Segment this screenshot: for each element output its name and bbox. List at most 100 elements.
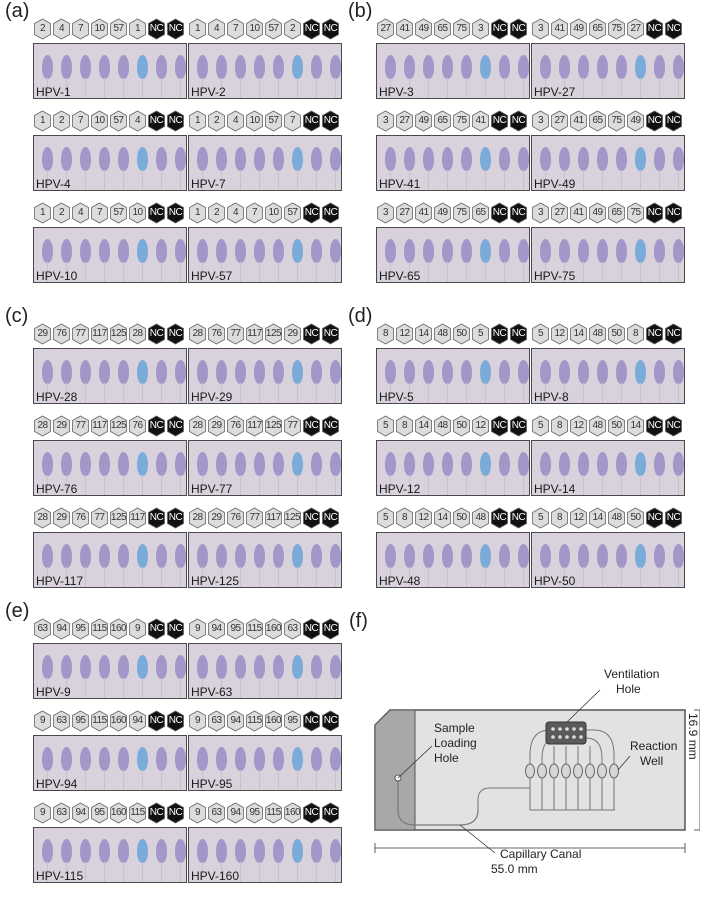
- tag-label: 57: [268, 23, 279, 34]
- negative-control-tag: NC: [509, 202, 528, 224]
- primer-tag: 1: [188, 202, 207, 224]
- well-channel: [221, 567, 222, 587]
- reaction-well: [235, 147, 246, 171]
- negative-control-tag: NC: [321, 507, 340, 529]
- well-channel: [335, 170, 336, 190]
- well-channel: [564, 475, 565, 495]
- primer-tag: 75: [626, 202, 645, 224]
- strip-photo: HPV-10: [33, 227, 187, 283]
- reaction-well: [156, 360, 167, 384]
- primer-tag: 76: [52, 323, 71, 345]
- reaction-well: [80, 147, 91, 171]
- primer-tag: 3: [471, 18, 490, 40]
- well-channel: [466, 567, 467, 587]
- well-channel: [428, 383, 429, 403]
- tag-label: 5: [477, 328, 484, 339]
- well-channel: [221, 678, 222, 698]
- primer-tag: 7: [71, 110, 90, 132]
- strip-photo: HPV-29: [188, 348, 342, 404]
- primer-tag: 75: [452, 18, 471, 40]
- well-channel: [278, 862, 279, 882]
- well-channel: [447, 383, 448, 403]
- tag-label: NC: [666, 23, 681, 34]
- reaction-well: [518, 544, 529, 568]
- tag-label: 76: [75, 512, 86, 523]
- reaction-well: [311, 452, 322, 476]
- reaction-well: [273, 239, 284, 263]
- reaction-well: [559, 147, 570, 171]
- reaction-well: [292, 747, 303, 771]
- well-channel: [545, 567, 546, 587]
- tag-label: 1: [39, 115, 46, 126]
- primer-tag: 57: [109, 202, 128, 224]
- strip-photo: HPV-28: [33, 348, 187, 404]
- well-channel: [523, 78, 524, 98]
- well-channel: [85, 567, 86, 587]
- sample-label-1: Sample: [434, 721, 475, 735]
- hpv-type-label: HPV-75: [534, 269, 576, 283]
- hpv-type-label: HPV-49: [534, 177, 576, 191]
- reaction-well: [330, 839, 341, 863]
- primer-tag: 4: [52, 18, 71, 40]
- negative-control-tag: NC: [166, 110, 185, 132]
- negative-control-tag: NC: [490, 415, 509, 437]
- hpv-type-label: HPV-3: [379, 85, 414, 99]
- well-channel: [202, 170, 203, 190]
- tag-label: NC: [647, 420, 662, 431]
- reaction-well: [80, 452, 91, 476]
- tag-label: NC: [647, 115, 662, 126]
- primer-tag: 117: [245, 415, 264, 437]
- tag-label: 1: [194, 115, 201, 126]
- tag-label: 27: [399, 115, 410, 126]
- tag-label: NC: [168, 623, 183, 634]
- reaction-well: [330, 747, 341, 771]
- hpv-type-label: HPV-1: [36, 85, 71, 99]
- well-channel: [66, 262, 67, 282]
- primer-tag: 41: [471, 110, 490, 132]
- well-channel: [640, 567, 641, 587]
- well-channel: [297, 678, 298, 698]
- primer-tag: 4: [226, 110, 245, 132]
- tag-label: 95: [287, 715, 298, 726]
- tag-label: 160: [110, 715, 127, 726]
- reaction-well: [156, 147, 167, 171]
- reaction-well: [80, 55, 91, 79]
- reaction-well: [273, 147, 284, 171]
- well-channel: [466, 170, 467, 190]
- tag-label: 27: [554, 115, 565, 126]
- reaction-well: [385, 452, 396, 476]
- primer-tag: 77: [71, 323, 90, 345]
- reaction-well: [197, 452, 208, 476]
- well-channel: [47, 78, 48, 98]
- well-channel: [142, 770, 143, 790]
- well-channel: [466, 78, 467, 98]
- tag-label: 94: [230, 807, 241, 818]
- strip-photo: HPV-4: [33, 135, 187, 191]
- reaction-well: [197, 839, 208, 863]
- negative-control-tag: NC: [645, 202, 664, 224]
- primer-tag: 48: [433, 323, 452, 345]
- primer-tag: 50: [452, 323, 471, 345]
- well-channel: [278, 567, 279, 587]
- panel-label: (b): [348, 0, 373, 22]
- primer-tag: 29: [52, 507, 71, 529]
- well-channel: [240, 678, 241, 698]
- reaction-well: [197, 147, 208, 171]
- tag-label: 4: [213, 23, 220, 34]
- reaction-well: [216, 239, 227, 263]
- reaction-well: [61, 655, 72, 679]
- leader-lines: [397, 689, 631, 854]
- reaction-well: [42, 452, 53, 476]
- strip-photo: HPV-2: [188, 43, 342, 99]
- primer-tag: 57: [264, 18, 283, 40]
- negative-control-tag: NC: [166, 802, 185, 824]
- well-channel: [161, 262, 162, 282]
- tag-label: 95: [94, 807, 105, 818]
